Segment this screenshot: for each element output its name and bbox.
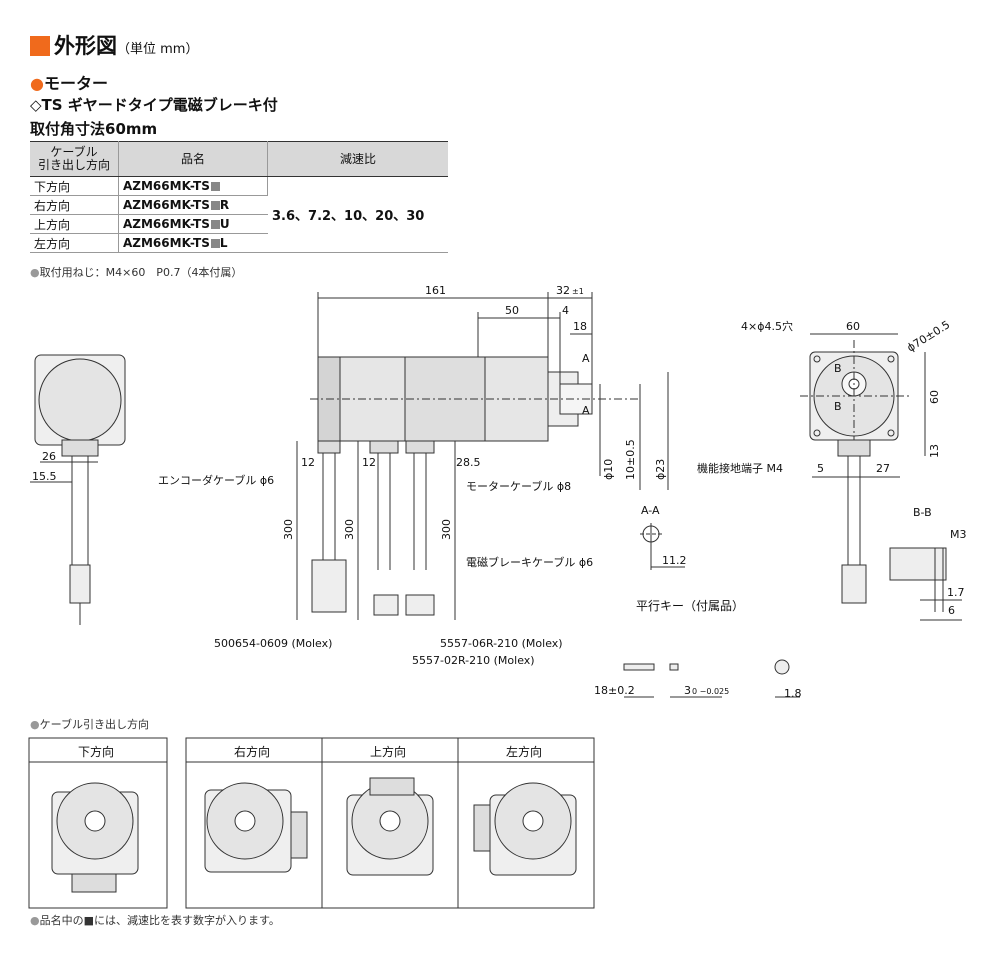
label-m3: M3: [950, 528, 967, 541]
panel-label-right: 右方向: [234, 744, 270, 759]
dim-70: ϕ70±0.5: [905, 318, 953, 354]
section-b-bottom: B: [834, 400, 842, 413]
dim-boss23: ϕ23: [654, 459, 667, 480]
label-conn1: 500654-0609 (Molex): [214, 637, 332, 650]
spec-table: ケーブル引き出し方向 品名 減速比 下方向 AZM66MK-TS 3.6、7.2…: [30, 141, 448, 253]
section-b-top: B: [834, 362, 842, 375]
cable-direction-note: ●ケーブル引き出し方向: [30, 718, 149, 731]
ratio-placeholder-icon: [210, 220, 220, 229]
dim-10: 10±0.5: [624, 439, 637, 480]
label-ground: 機能接地端子 M4: [697, 461, 783, 475]
dim-13: 13: [928, 444, 941, 458]
section-label: モーター: [43, 74, 108, 93]
dim-28-5: 28.5: [456, 456, 481, 469]
label-holes: 4×ϕ4.5穴: [741, 319, 793, 333]
label-motor-cable: モーターケーブル ϕ8: [466, 479, 571, 493]
mounting-size: 取付角寸法60mm: [30, 120, 158, 138]
dim-27: 27: [876, 462, 890, 475]
table-header-row: ケーブル引き出し方向 品名 減速比: [30, 141, 448, 177]
dim-key-1-8: 1.8: [784, 687, 802, 700]
dim-1-7: 1.7: [947, 586, 965, 599]
dim-300-a: 300: [282, 519, 295, 540]
dim-60-v: 60: [928, 390, 941, 404]
panel-group: [185, 737, 595, 909]
label-bb: B-B: [913, 506, 932, 519]
dim-300-c: 300: [440, 519, 453, 540]
table-row: 下方向 AZM66MK-TS 3.6、7.2、10、20、30: [30, 176, 448, 253]
dim-300-b: 300: [343, 519, 356, 540]
title-square-icon: [30, 36, 50, 56]
panel-down: [28, 737, 168, 909]
ratio-values: 3.6、7.2、10、20、30: [267, 176, 448, 253]
ratio-placeholder-icon: [210, 182, 220, 191]
dim-18: 18: [573, 320, 587, 333]
label-encoder-cable: エンコーダケーブル ϕ6: [158, 473, 274, 487]
screw-note: ●取付用ねじ：M4×60 P0.7（4本付属）: [30, 266, 243, 279]
model-type: ◇TS ギヤードタイプ電磁ブレーキ付: [30, 96, 278, 114]
dim-32: 32: [556, 284, 570, 297]
dim-6: 6: [948, 604, 955, 617]
panel-label-down: 下方向: [78, 744, 114, 759]
key-side: [623, 663, 655, 671]
bullet-icon: ●: [30, 74, 44, 93]
dim-shaft10: ϕ10: [602, 459, 615, 480]
section-heading: ●モーター: [30, 70, 108, 94]
dim-26: 26: [42, 450, 56, 463]
col-cable-direction: ケーブル引き出し方向: [30, 141, 119, 177]
dim-161: 161: [425, 284, 446, 297]
key-end: [669, 663, 679, 671]
left-view-body: [38, 358, 122, 442]
panel-label-left: 左方向: [506, 744, 542, 759]
motor-connector: [405, 594, 435, 616]
label-conn2: 5557-06R-210 (Molex): [440, 637, 563, 650]
dim-50: 50: [505, 304, 519, 317]
dim-32-tol: ±1: [572, 287, 584, 296]
dim-11-2: 11.2: [662, 554, 687, 567]
label-brake-cable: 電磁ブレーキケーブル ϕ6: [466, 555, 593, 569]
section-a-top: A: [582, 352, 590, 365]
section-a-bottom: A: [582, 404, 590, 417]
label-aa: A-A: [641, 504, 660, 517]
dim-key-3: 3: [684, 684, 691, 697]
key-title: 平行キー（付属品）: [636, 599, 744, 613]
dim-60-h: 60: [846, 320, 860, 333]
product-code-note: ●品名中の■には、減速比を表す数字が入ります。: [30, 914, 280, 927]
unit-label: （単位 mm）: [117, 42, 199, 57]
dim-12-b: 12: [362, 456, 376, 469]
ratio-placeholder-icon: [210, 201, 220, 210]
bb-section: [889, 547, 947, 581]
col-ratio: 減速比: [267, 141, 448, 177]
dim-key-18: 18±0.2: [594, 684, 635, 697]
panel-label-up: 上方向: [370, 744, 406, 759]
label-conn3: 5557-02R-210 (Molex): [412, 654, 535, 667]
page-title: 外形図（単位 mm）: [30, 30, 198, 60]
brake-connector: [373, 594, 399, 616]
dim-15-5: 15.5: [32, 470, 57, 483]
dim-12-a: 12: [301, 456, 315, 469]
ratio-placeholder-icon: [210, 239, 220, 248]
title-text: 外形図: [54, 34, 117, 58]
dim-key-3-tol: 0 −0.025: [692, 687, 729, 696]
dim-5: 5: [817, 462, 824, 475]
encoder-connector: [311, 559, 347, 613]
col-product: 品名: [118, 141, 268, 177]
dim-4: 4: [562, 304, 569, 317]
